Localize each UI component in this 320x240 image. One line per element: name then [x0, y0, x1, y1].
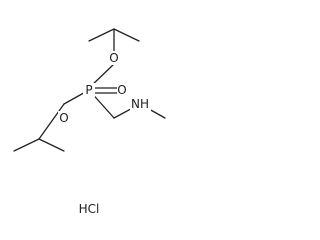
atom-label-phosphorus: P — [85, 83, 92, 97]
atom-label-ester-oxygen-top: O — [109, 51, 118, 65]
bond-bottom-methyl-left — [13, 138, 40, 152]
bond-bottom-methyl-right — [38, 138, 65, 152]
atom-label-phosphoryl-oxygen: O — [117, 83, 126, 97]
bond-top-methyl-right — [113, 28, 140, 42]
atom-label-ester-oxygen-bottom: O — [59, 111, 68, 125]
atom-label-amine: NH — [131, 97, 149, 111]
atom-ester-oxygen-bottom: O — [58, 111, 70, 125]
chemical-structure: P O O O NH HCl — [13, 28, 166, 216]
atom-amine: NH — [130, 97, 151, 111]
bond-top-methyl-left — [88, 28, 115, 42]
atom-phosphoryl-oxygen: O — [117, 83, 128, 97]
salt-label: HCl — [79, 202, 100, 216]
bond-bottom-o-ch — [38, 103, 65, 140]
atom-phosphorus: P — [83, 83, 95, 97]
atom-ester-oxygen-top: O — [108, 51, 120, 65]
